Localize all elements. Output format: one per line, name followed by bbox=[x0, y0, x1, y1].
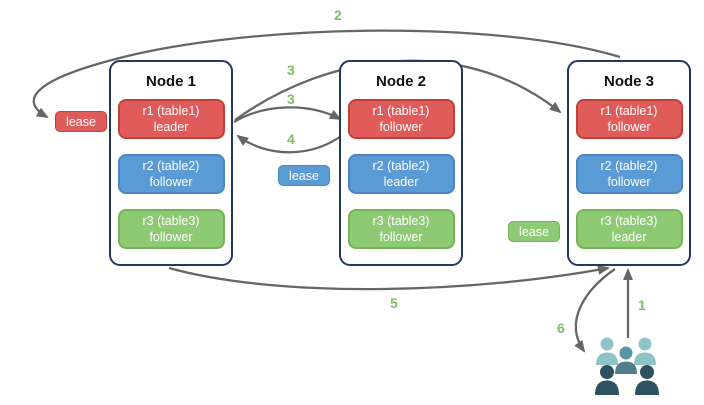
lease-label-green: lease bbox=[508, 221, 560, 242]
step-label-3b: 3 bbox=[287, 91, 295, 107]
arrow-step-2-node3-to-red-lease bbox=[32, 29, 621, 119]
node-3-replica-r1: r1 (table1) follower bbox=[575, 99, 683, 139]
arrow-step-5-node1-to-node3 bbox=[168, 264, 610, 291]
step-label-6: 6 bbox=[557, 320, 565, 336]
replica-name: r3 (table3) bbox=[142, 214, 200, 228]
users-group-icon bbox=[595, 337, 659, 395]
replica-role: leader bbox=[611, 230, 647, 244]
replica-role: follower bbox=[149, 175, 193, 189]
step-label-1: 1 bbox=[638, 297, 646, 313]
replica-role: follower bbox=[149, 230, 193, 244]
step-label-4: 4 bbox=[287, 131, 295, 147]
node-3-replica-r2: r2 (table2) follower bbox=[575, 154, 683, 194]
replica-name: r2 (table2) bbox=[142, 159, 200, 173]
replica-name: r2 (table2) bbox=[372, 159, 430, 173]
step-label-2: 2 bbox=[334, 7, 342, 23]
replica-role: leader bbox=[383, 175, 419, 189]
node-2-replica-r1: r1 (table1) follower bbox=[347, 99, 455, 139]
arrow-step-3-node1-to-node2 bbox=[233, 106, 342, 123]
replica-name: r1 (table1) bbox=[142, 104, 200, 118]
node-2-title: Node 2 bbox=[375, 73, 426, 90]
node-1-title: Node 1 bbox=[145, 73, 196, 90]
replica-role: leader bbox=[153, 120, 189, 134]
node-2-replica-r3: r3 (table3) follower bbox=[347, 209, 455, 249]
node-1: Node 1 r1 (table1) leader r2 (table2) fo… bbox=[109, 60, 233, 266]
step-label-3a: 3 bbox=[287, 62, 295, 78]
node-3: Node 3 r1 (table1) follower r2 (table2) … bbox=[567, 60, 691, 266]
lease-label-blue: lease bbox=[278, 165, 330, 186]
node-2-replica-r2: r2 (table2) leader bbox=[347, 154, 455, 194]
node-1-replica-r2: r2 (table2) follower bbox=[117, 154, 225, 194]
node-3-replica-r3: r3 (table3) leader bbox=[575, 209, 683, 249]
node-2: Node 2 r1 (table1) follower r2 (table2) … bbox=[339, 60, 463, 266]
replica-role: follower bbox=[607, 175, 651, 189]
replica-name: r1 (table1) bbox=[600, 104, 658, 118]
arrow-step-4-node2-to-node1 bbox=[236, 133, 345, 154]
replica-role: follower bbox=[379, 120, 423, 134]
replica-name: r3 (table3) bbox=[372, 214, 430, 228]
replica-role: follower bbox=[607, 120, 651, 134]
step-label-5: 5 bbox=[390, 295, 398, 311]
replica-name: r1 (table1) bbox=[372, 104, 430, 118]
replica-role: follower bbox=[379, 230, 423, 244]
arrow-step-6-node3-to-users bbox=[574, 268, 616, 353]
lease-label-red: lease bbox=[55, 111, 107, 132]
node-3-title: Node 3 bbox=[603, 73, 654, 90]
node-1-replica-r1: r1 (table1) leader bbox=[117, 99, 225, 139]
replica-name: r3 (table3) bbox=[600, 214, 658, 228]
node-1-replica-r3: r3 (table3) follower bbox=[117, 209, 225, 249]
replica-name: r2 (table2) bbox=[600, 159, 658, 173]
